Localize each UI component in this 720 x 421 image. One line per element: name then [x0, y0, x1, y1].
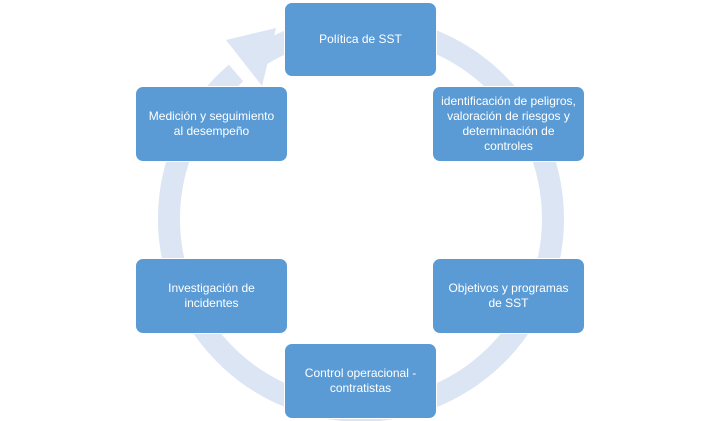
node-objetivos-programas: Objetivos y programas de SST — [432, 258, 585, 334]
node-identificacion-peligros: identificación de peligros, valoración d… — [432, 86, 585, 162]
node-label: Medición y seguimiento al desempeño — [148, 109, 275, 138]
node-label: Política de SST — [319, 32, 402, 46]
node-control-operacional: Control operacional - contratistas — [284, 343, 437, 419]
node-investigacion-incidentes: Investigación de incidentes — [135, 258, 288, 334]
node-label: Control operacional - contratistas — [304, 366, 417, 395]
node-label: Investigación de incidentes — [168, 281, 255, 310]
node-label: Objetivos y programas de SST — [448, 281, 569, 310]
cycle-arrowhead — [226, 28, 276, 86]
node-medicion-seguimiento: Medición y seguimiento al desempeño — [135, 86, 288, 162]
node-politica-sst: Política de SST — [284, 2, 437, 77]
node-label: identificación de peligros, valoración d… — [441, 94, 576, 153]
